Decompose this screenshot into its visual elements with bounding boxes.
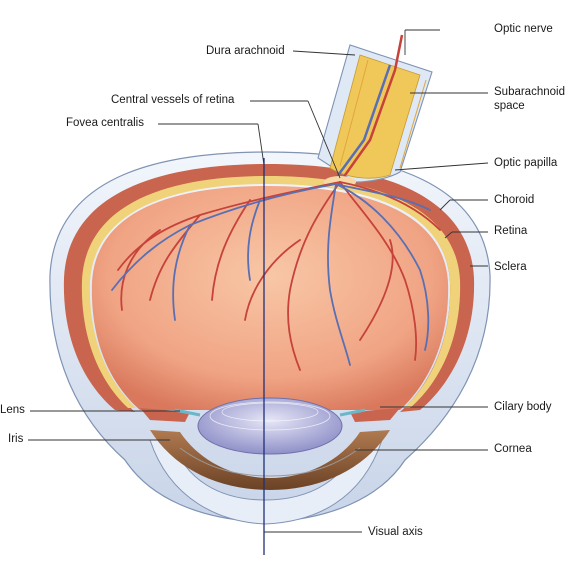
retinal-veins (111, 183, 431, 366)
label-cornea: Cornea (494, 443, 532, 455)
label-ciliary-body: Cilary body (494, 401, 552, 413)
lens-inner (209, 401, 331, 431)
anterior-chamber (179, 447, 361, 477)
retinal-arteries (117, 181, 441, 371)
label-dura-arachnoid: Dura arachnoid (206, 45, 285, 57)
label-retina: Retina (494, 225, 528, 237)
label-fovea-centralis: Fovea centralis (66, 117, 144, 129)
subarachnoid-line (399, 79, 427, 169)
label-lens: Lens (0, 404, 25, 416)
lens-inner-2 (221, 402, 319, 422)
leader-lines (28, 29, 489, 533)
label-optic-papilla: Optic papilla (494, 157, 558, 169)
label-iris: Iris (8, 433, 24, 445)
fundus (91, 186, 449, 410)
label-choroid: Choroid (494, 194, 535, 206)
choroid-layer (63, 164, 475, 412)
label-subarachnoid-1: Subarachnoid (494, 86, 565, 98)
label-optic-nerve: Optic nerve (494, 23, 553, 35)
label-subarachnoid-2: space (494, 100, 525, 112)
label-visual-axis: Visual axis (368, 526, 423, 538)
iris-shape (150, 430, 390, 490)
central-vein (334, 64, 392, 179)
central-artery (341, 34, 404, 179)
subarachnoid-line (339, 59, 369, 167)
zonules-right (339, 408, 366, 417)
label-sclera: Sclera (494, 261, 527, 273)
lens-shape (197, 397, 343, 455)
label-central-vessels: Central vessels of retina (111, 94, 235, 106)
